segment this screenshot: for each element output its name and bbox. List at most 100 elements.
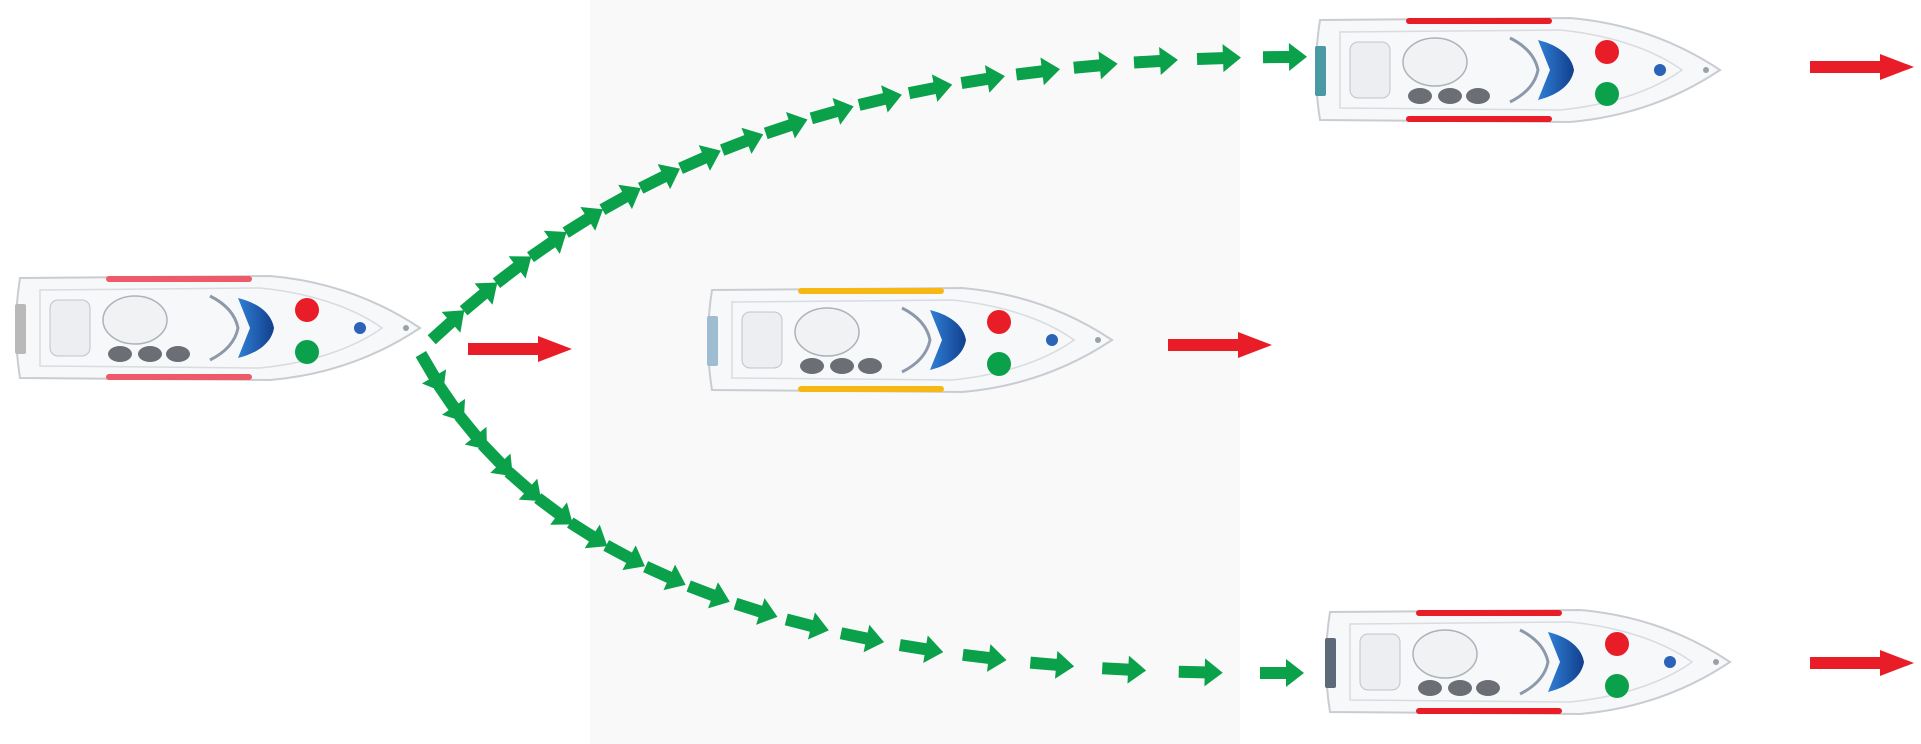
path-arrow-icon: [478, 440, 513, 477]
path-arrow-icon: [962, 644, 1007, 672]
aft-cockpit: [1349, 41, 1391, 99]
deck-outline: [731, 299, 1076, 381]
path-arrow-icon: [527, 230, 567, 263]
port-light-icon: [1605, 632, 1629, 656]
path-arrow-icon: [459, 282, 498, 316]
side-rail-top: [1416, 610, 1562, 616]
path-arrow-icon: [504, 467, 542, 502]
port-light-icon: [1595, 40, 1619, 64]
deck-outline: [39, 287, 384, 369]
direction-arrows-layer: [468, 54, 1914, 676]
seat-pod: [800, 358, 824, 374]
path-arrow-icon: [643, 561, 686, 591]
path-arrow-icon: [562, 206, 604, 238]
wheelhouse-arc: [1509, 36, 1540, 104]
starboard-light-icon: [295, 340, 319, 364]
path-arrow-icon: [960, 65, 1005, 93]
path-arrow-icon: [784, 612, 829, 640]
path-arrow-icon: [599, 184, 641, 215]
path-arrow-icon: [678, 145, 721, 174]
seat-pod: [166, 346, 190, 362]
path-arrows-layer: [415, 42, 1307, 687]
path-arrow-icon: [1259, 658, 1304, 687]
direction-arrow-icon: [1810, 650, 1914, 676]
seat-pod: [138, 346, 162, 362]
direction-arrow-icon: [1168, 332, 1272, 358]
foredeck-hatch: [354, 322, 366, 334]
path-arrow-icon: [1015, 57, 1060, 86]
aft-cockpit: [49, 299, 91, 357]
path-arrow-icon: [637, 164, 681, 194]
stern-marker: [15, 304, 26, 354]
stern-marker: [1325, 638, 1336, 688]
path-arrow-icon: [809, 97, 854, 125]
path-arrow-icon: [1133, 47, 1178, 75]
path-arrow-icon: [433, 381, 466, 422]
path-arrow-icon: [1262, 42, 1307, 71]
bow-fitting: [1703, 67, 1709, 73]
boat-upper-icon: [1315, 16, 1722, 124]
path-arrow-icon: [1178, 658, 1223, 687]
starboard-light-icon: [1605, 674, 1629, 698]
path-arrow-icon: [1029, 650, 1075, 679]
seat-pod: [1418, 680, 1442, 696]
seat-pod: [1476, 680, 1500, 696]
seat-pod: [1408, 88, 1432, 104]
side-rail-bottom: [106, 374, 252, 380]
path-arrow-icon: [907, 74, 953, 102]
deck-outline: [1349, 621, 1694, 703]
bow-fitting: [1713, 659, 1719, 665]
dinette-table: [794, 307, 860, 357]
path-arrow-icon: [1073, 51, 1118, 80]
path-arrow-icon: [415, 350, 447, 392]
aft-cockpit: [741, 311, 783, 369]
bow-fitting: [403, 325, 409, 331]
path-arrow-icon: [454, 411, 487, 450]
stern-marker: [707, 316, 718, 366]
seat-pod: [1448, 680, 1472, 696]
starboard-light-icon: [1595, 82, 1619, 106]
boat-start-icon: [15, 274, 422, 382]
path-arrow-icon: [492, 256, 532, 288]
path-arrow-icon: [603, 540, 645, 571]
side-rail-top: [1406, 18, 1552, 24]
side-rail-top: [798, 288, 944, 294]
bow-fitting: [1095, 337, 1101, 343]
port-light-icon: [295, 298, 319, 322]
path-arrow-icon: [1196, 44, 1241, 73]
seat-pod: [1438, 88, 1462, 104]
side-rail-bottom: [798, 386, 944, 392]
foredeck-hatch: [1664, 656, 1676, 668]
path-arrow-icon: [534, 493, 573, 525]
wheelhouse-arc: [901, 306, 932, 374]
windshield: [930, 310, 966, 370]
side-rail-bottom: [1406, 116, 1552, 122]
deck-outline: [1339, 29, 1684, 111]
seat-pod: [108, 346, 132, 362]
boat-middle-icon: [707, 286, 1114, 394]
foredeck-hatch: [1046, 334, 1058, 346]
wheelhouse-arc: [1519, 628, 1550, 696]
windshield: [1538, 40, 1574, 100]
dinette-table: [102, 295, 168, 345]
seat-pod: [1466, 88, 1490, 104]
aft-cockpit: [1359, 633, 1401, 691]
path-arrow-icon: [567, 517, 608, 549]
path-arrow-icon: [898, 635, 944, 664]
wheelhouse-arc: [209, 294, 240, 362]
direction-arrow-icon: [1810, 54, 1914, 80]
side-rail-bottom: [1416, 708, 1562, 714]
path-arrow-icon: [720, 127, 764, 156]
side-rail-top: [106, 276, 252, 282]
starboard-light-icon: [987, 352, 1011, 376]
seat-pod: [858, 358, 882, 374]
stern-marker: [1315, 46, 1326, 96]
windshield: [1548, 632, 1584, 692]
dinette-table: [1402, 37, 1468, 87]
path-arrow-icon: [686, 580, 730, 609]
direction-arrow-icon: [468, 336, 572, 362]
path-arrow-icon: [427, 310, 465, 345]
path-arrow-icon: [1101, 655, 1147, 684]
